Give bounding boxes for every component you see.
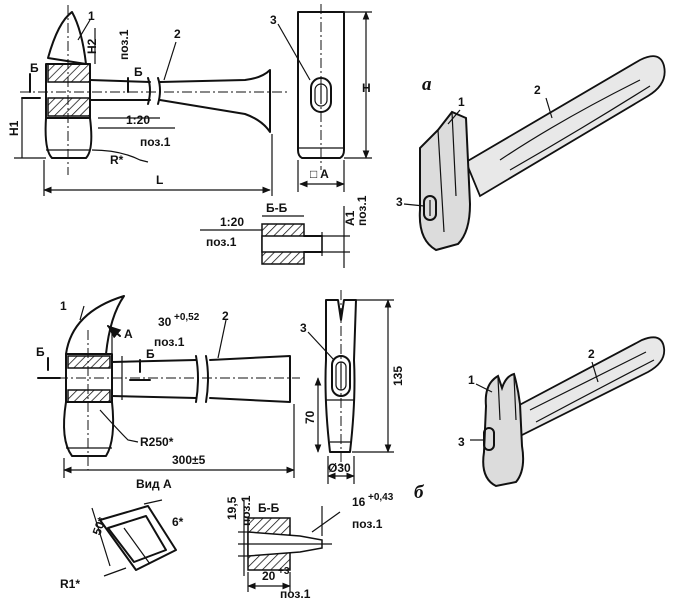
fig-b-view-a (91, 499, 177, 577)
fig-a-front-view (277, 4, 372, 192)
fig-a-dim-l: L (156, 173, 163, 187)
fig-a-section-poz: поз.1 (206, 235, 237, 249)
fig-a-section-bb (200, 206, 350, 268)
fig-a-dim-a1: A1 (343, 210, 357, 226)
fig-a-callout-2: 2 (174, 27, 181, 41)
fig-a-3d-callout-2: 2 (534, 83, 541, 97)
fig-b-dim-16-tol: +0,43 (368, 492, 394, 503)
fig-b-callout-2: 2 (222, 309, 229, 323)
fig-a-side-view (14, 5, 290, 196)
fig-b-dim-70: 70 (303, 410, 317, 424)
fig-b-dim-50: 50* (90, 515, 109, 537)
fig-b-side-view (37, 295, 300, 478)
fig-a-callout-1: 1 (88, 9, 95, 23)
fig-a-poz-slope: поз.1 (140, 135, 171, 149)
fig-a-section-mark-left: Б (30, 61, 39, 75)
fig-b-dim-20: 20 (262, 569, 276, 583)
fig-b-dim-135: 135 (391, 366, 405, 386)
fig-b-3d-hammer (470, 336, 666, 488)
fig-a-section-slope: 1:20 (220, 215, 244, 229)
fig-a-dim-h1: H1 (7, 120, 21, 136)
fig-b-3d-callout-2: 2 (588, 347, 595, 361)
fig-a-dim-r: R* (110, 153, 124, 167)
fig-b-dim-19-5: 19,5 (225, 496, 239, 520)
fig-b-dim-6: 6* (172, 515, 184, 529)
fig-b-dim-r250: R250* (140, 435, 174, 449)
fig-b-view-a-title: Вид А (136, 477, 172, 491)
fig-a-section-poz-side: поз.1 (355, 195, 369, 226)
fig-b-callout-1: 1 (60, 299, 67, 313)
fig-b-label: б (414, 482, 425, 503)
fig-b-dim-30-tol: +0,52 (174, 312, 200, 323)
fig-b-dim-d30: Ø30 (328, 461, 351, 475)
fig-b-section-poz-right: поз.1 (352, 517, 383, 531)
fig-b-dim-20-tol: +3 (278, 566, 290, 577)
fig-b-3d-callout-1: 1 (468, 373, 475, 387)
fig-a-dim-a: □ A (310, 167, 329, 181)
fig-a-front-callout-3: 3 (270, 13, 277, 27)
fig-b-dim-16: 16 (352, 495, 366, 509)
fig-b-front-callout-3: 3 (300, 321, 307, 335)
fig-b-dim-30: 30 (158, 315, 172, 329)
fig-a-section-title: Б-Б (266, 201, 288, 215)
fig-b-section-poz-side: поз.1 (239, 495, 253, 526)
fig-a-label: а (422, 74, 432, 95)
fig-b-poz: поз.1 (154, 335, 185, 349)
fig-b-dim-length: 300±5 (172, 453, 206, 467)
fig-a-dim-h: H (362, 81, 371, 95)
fig-a-dim-h2: H2 (85, 38, 99, 54)
fig-b-section-mark-right: Б (146, 347, 155, 361)
fig-a-3d-callout-1: 1 (458, 95, 465, 109)
fig-b-section-bb (238, 500, 341, 592)
fig-a-3d-hammer (403, 55, 666, 252)
fig-b-dim-r1: R1* (60, 577, 80, 591)
fig-a-3d-callout-3: 3 (396, 195, 403, 209)
fig-a-slope: 1:20 (126, 113, 150, 127)
fig-a-poz-top: поз.1 (117, 29, 131, 60)
fig-b-section-poz-bottom: поз.1 (280, 587, 311, 601)
fig-b-front-view (307, 290, 394, 484)
fig-b-section-mark-left: Б (36, 345, 45, 359)
fig-b-section-title: Б-Б (258, 501, 280, 515)
fig-a-section-mark-right: Б (134, 65, 143, 79)
fig-b-arrow-a: А (124, 327, 133, 341)
fig-b-3d-callout-3: 3 (458, 435, 465, 449)
